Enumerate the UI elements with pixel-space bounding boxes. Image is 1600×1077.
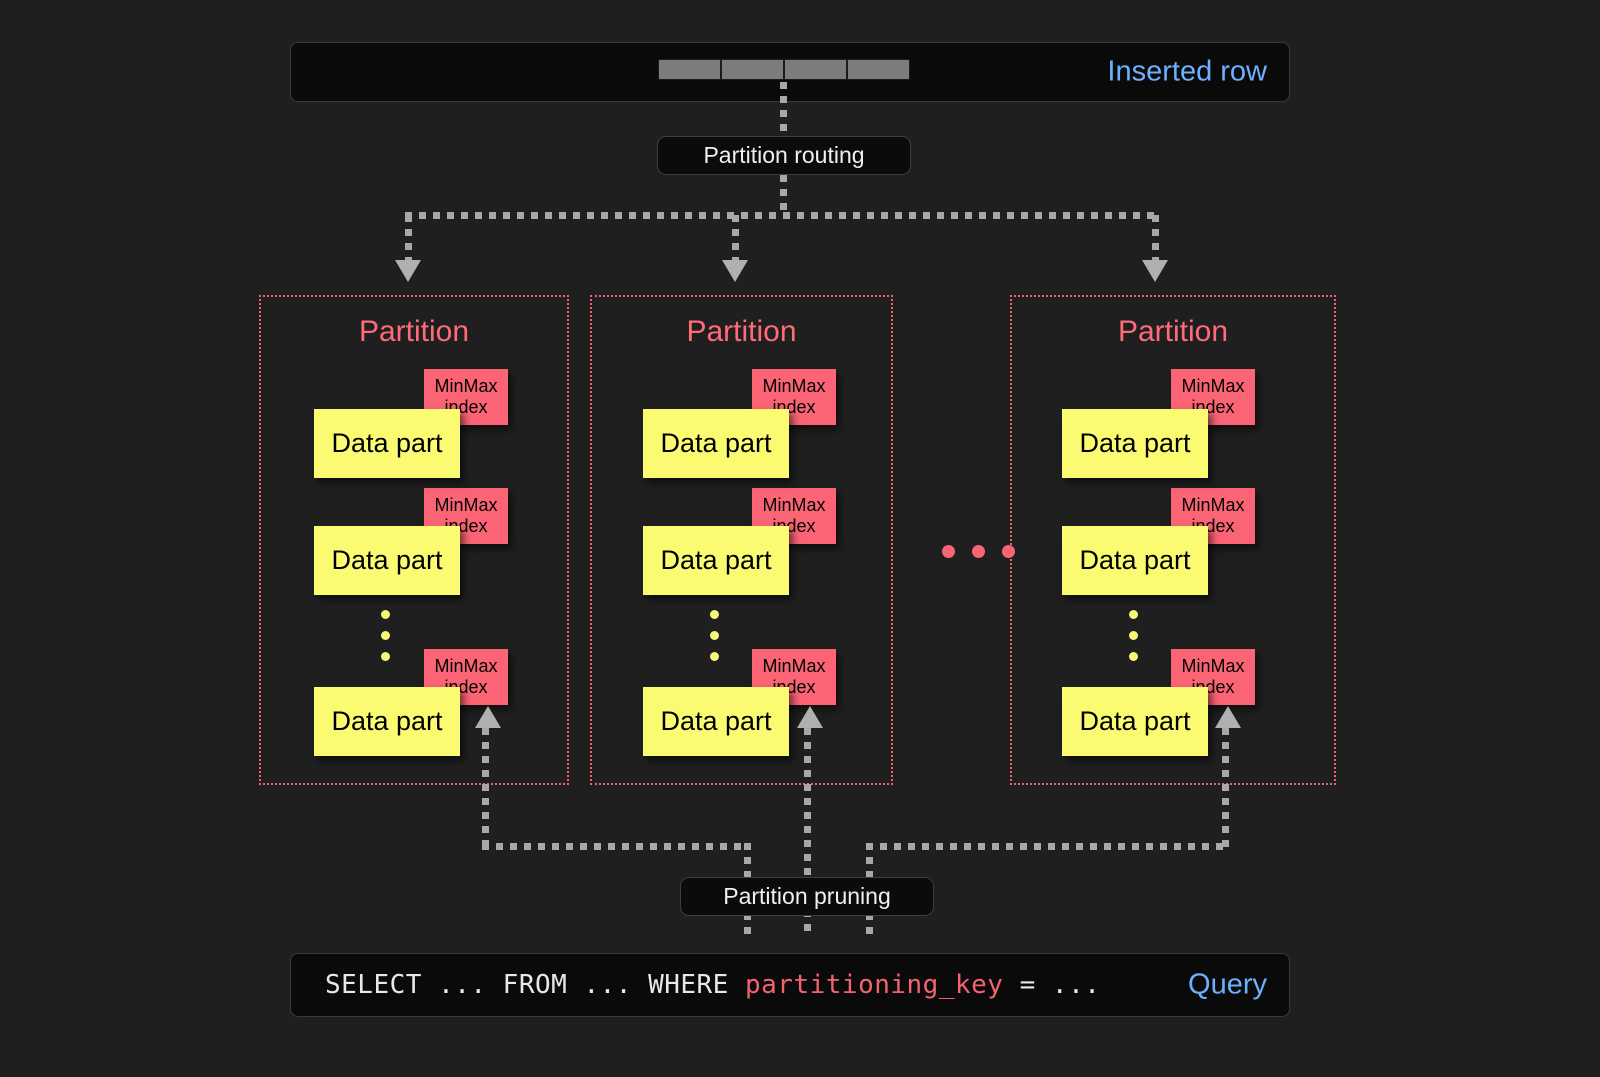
connector-pruning-to-partition-1 (482, 728, 489, 850)
data-part-box: Data part (314, 687, 460, 756)
query-partitioning-key: partitioning_key (745, 970, 1004, 1000)
connector-pruning-to-partition-3 (1222, 728, 1229, 850)
partition-title: Partition (1117, 315, 1229, 348)
ellipsis-dot (942, 545, 955, 558)
data-part-label: Data part (1079, 428, 1191, 458)
minmax-index-line1: MinMax (434, 656, 498, 677)
minmax-index-line1: MinMax (762, 376, 826, 397)
inserted-row-bar: Inserted row (290, 42, 1290, 102)
ellipsis-dot (381, 631, 390, 640)
minmax-index-line1: MinMax (434, 495, 498, 516)
minmax-index-line1: MinMax (762, 495, 826, 516)
data-part-label: Data part (660, 428, 772, 458)
ellipsis-dot (710, 652, 719, 661)
ellipsis-dot (1129, 631, 1138, 640)
partition-routing-label: Partition routing (703, 142, 865, 168)
arrow-up-partition-2 (797, 706, 823, 728)
minmax-index-line1: MinMax (762, 656, 826, 677)
data-part-label: Data part (331, 428, 443, 458)
data-part-box: Data part (314, 526, 460, 595)
data-part-label: Data part (1079, 706, 1191, 736)
minmax-index-line1: MinMax (434, 376, 498, 397)
row-cell (721, 59, 784, 80)
partition-title: Partition (686, 315, 797, 348)
arrow-down-partition-3 (1142, 260, 1168, 282)
partition-box-1: Partition (259, 295, 569, 785)
arrow-up-partition-1 (475, 706, 501, 728)
inserted-row-label: Inserted row (1107, 55, 1267, 88)
data-part-box: Data part (643, 526, 789, 595)
ellipsis-dot (710, 610, 719, 619)
data-parts-vertical-ellipsis (381, 610, 390, 673)
partition-box-2: Partition (590, 295, 893, 785)
ellipsis-dot (710, 631, 719, 640)
data-part-box: Data part (643, 687, 789, 756)
partition-title: Partition (358, 315, 470, 348)
data-part-box: Data part (1062, 687, 1208, 756)
partition-box-3: Partition (1010, 295, 1336, 785)
arrow-down-partition-1 (395, 260, 421, 282)
connector-row-to-routing (780, 82, 787, 137)
ellipsis-dot (381, 652, 390, 661)
query-suffix: = ... (1003, 970, 1101, 1000)
data-part-box: Data part (1062, 409, 1208, 478)
connector-bus-to-partition-3 (1152, 215, 1159, 263)
pruning-bus-line-right (866, 843, 1229, 850)
pruning-bus-line-left (482, 843, 744, 850)
data-part-box: Data part (314, 409, 460, 478)
connector-bus-to-partition-1 (405, 215, 412, 263)
row-cell (658, 59, 721, 80)
data-parts-vertical-ellipsis (710, 610, 719, 673)
arrow-down-partition-2 (722, 260, 748, 282)
data-part-label: Data part (331, 706, 443, 736)
query-prefix: SELECT ... FROM ... WHERE (325, 970, 745, 1000)
data-parts-vertical-ellipsis (1129, 610, 1138, 673)
ellipsis-dot (381, 610, 390, 619)
connector-bus-to-partition-2 (732, 215, 739, 263)
partition-pruning-box: Partition pruning (680, 877, 934, 916)
minmax-index-line1: MinMax (1181, 376, 1245, 397)
query-label: Query (1188, 968, 1267, 1001)
data-part-label: Data part (660, 706, 772, 736)
inserted-row-cells (658, 59, 910, 80)
ellipsis-dot (972, 545, 985, 558)
partition-pruning-label: Partition pruning (723, 883, 891, 909)
routing-bus-line (405, 212, 1160, 219)
data-part-label: Data part (331, 545, 443, 575)
data-part-label: Data part (1079, 545, 1191, 575)
data-part-box: Data part (1062, 526, 1208, 595)
row-cell (847, 59, 910, 80)
connector-routing-to-bus (780, 175, 787, 215)
data-part-box: Data part (643, 409, 789, 478)
row-cell (784, 59, 847, 80)
data-part-label: Data part (660, 545, 772, 575)
ellipsis-dot (1129, 610, 1138, 619)
minmax-index-box: MinMax index (1171, 488, 1255, 544)
ellipsis-dot (1129, 652, 1138, 661)
query-sql-text: SELECT ... FROM ... WHERE partitioning_k… (325, 970, 1100, 1000)
minmax-index-line1: MinMax (1181, 656, 1245, 677)
connector-pruning-to-partition-2 (804, 728, 811, 938)
minmax-index-line1: MinMax (1181, 495, 1245, 516)
partition-routing-box: Partition routing (657, 136, 911, 175)
query-bar: SELECT ... FROM ... WHERE partitioning_k… (290, 953, 1290, 1017)
arrow-up-partition-3 (1215, 706, 1241, 728)
